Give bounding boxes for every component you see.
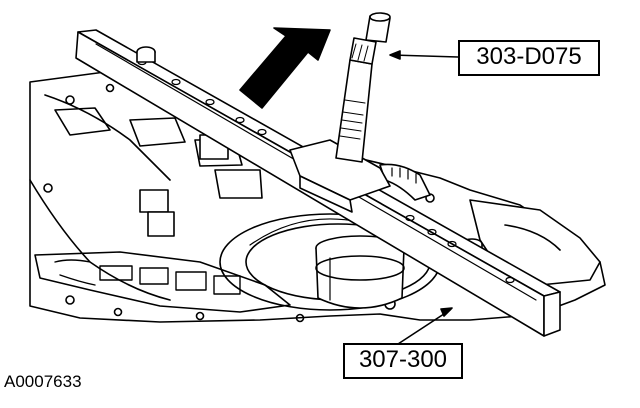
bar-end-face	[543, 291, 561, 337]
callout-fixture-tool: 307-300	[343, 343, 463, 379]
micrometer-thimble	[349, 37, 377, 65]
case-block	[139, 189, 169, 213]
hub-body	[315, 247, 405, 309]
micrometer-graduations	[339, 99, 366, 140]
channel-slots	[54, 259, 241, 295]
case-pocket	[129, 117, 186, 147]
micrometer-barrel	[335, 59, 373, 163]
case-pocket	[54, 107, 111, 136]
leader-fixture	[397, 309, 451, 345]
micrometer-cap	[369, 12, 391, 22]
bar-holes	[137, 58, 515, 284]
thimble-knurl	[351, 43, 369, 62]
hub-ring	[315, 255, 405, 281]
leader-micrometer-arrowhead	[389, 50, 401, 60]
figure-id: A0007633	[4, 372, 82, 391]
micrometer-block-edge	[299, 175, 353, 213]
callout-micrometer-tool: 303-D075	[458, 40, 600, 76]
leader-micrometer	[391, 54, 459, 58]
channel-plate	[34, 251, 291, 313]
leader-fixture-arrowhead	[440, 307, 453, 317]
gear-teeth	[391, 167, 417, 184]
right-flange-detail	[504, 224, 561, 251]
micrometer-tool	[335, 12, 391, 163]
bar-knob-body	[136, 51, 156, 63]
case-upper-rib	[44, 94, 171, 181]
case-pocket	[214, 169, 263, 199]
direction-arrow	[239, 27, 331, 109]
case-block	[147, 211, 175, 237]
